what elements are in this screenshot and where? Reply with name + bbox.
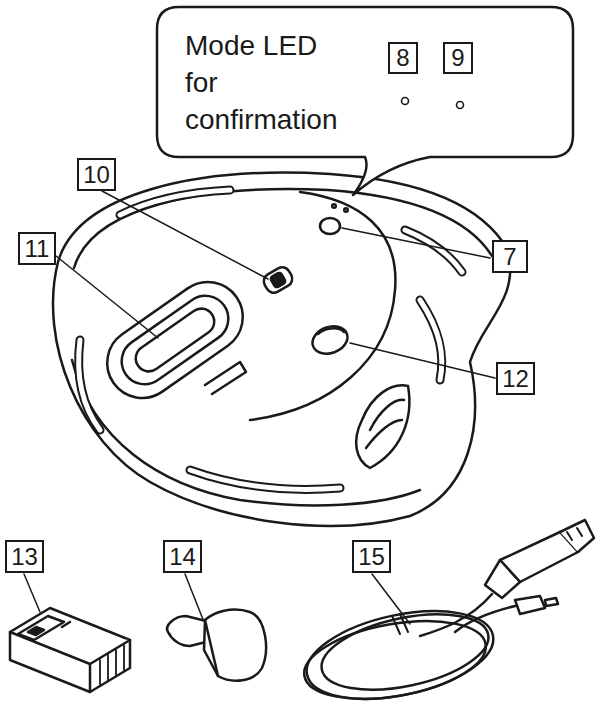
sensor [93,268,256,411]
callout-number-text: 8 [396,46,409,70]
callout-number: 12 [496,362,535,395]
power-switch [261,264,295,295]
foot [79,340,100,430]
callout-bubble: Mode LED for confirmation 8 9 [155,5,577,200]
foot [190,470,340,489]
receiver-ridges [100,645,124,686]
callout-number: 15 [352,540,391,573]
callout-number: 13 [5,540,44,573]
dpi-button [309,322,352,359]
foot [79,340,100,430]
usb-cable [298,520,594,714]
led-symbol [402,98,409,105]
ridge [250,192,395,420]
connect-button [320,218,340,234]
leader-line [185,574,204,622]
callout-number-text: 7 [503,245,516,269]
usb-c-adapter [167,610,266,681]
leader-line [102,191,268,279]
callout-number: 8 [388,42,418,74]
leader-line [56,256,158,338]
mode-led [332,204,336,208]
led-symbol [457,102,464,109]
callout-text: Mode LED for confirmation [185,27,349,138]
leader-line [24,574,40,612]
callout-number: 11 [18,232,56,265]
callout-number: 10 [77,158,116,191]
callout-number-text: 10 [83,163,110,187]
mouse-body [53,173,510,526]
leader-line [350,343,495,378]
mode-led [344,208,348,212]
callout-number-text: 13 [11,545,38,569]
callout-number-text: 12 [502,367,529,391]
callout-number-text: 15 [358,545,385,569]
foot [420,300,442,380]
body-edge [74,189,492,268]
callout-number: 14 [163,540,202,573]
foot [420,300,442,380]
foot [120,190,230,215]
callout-number-text: 14 [169,545,196,569]
foot [120,190,230,215]
foot [190,470,340,489]
dpi-button [318,328,344,334]
sensor-notch [205,362,246,394]
leader-line [342,228,490,258]
callout-number-text: 9 [451,46,464,70]
callout-number: 9 [443,42,473,74]
callout-number: 7 [492,240,528,273]
usb-receiver [10,608,130,692]
callout-number-text: 11 [25,237,50,261]
callout-bubble [157,7,573,195]
side-buttons [356,385,409,468]
